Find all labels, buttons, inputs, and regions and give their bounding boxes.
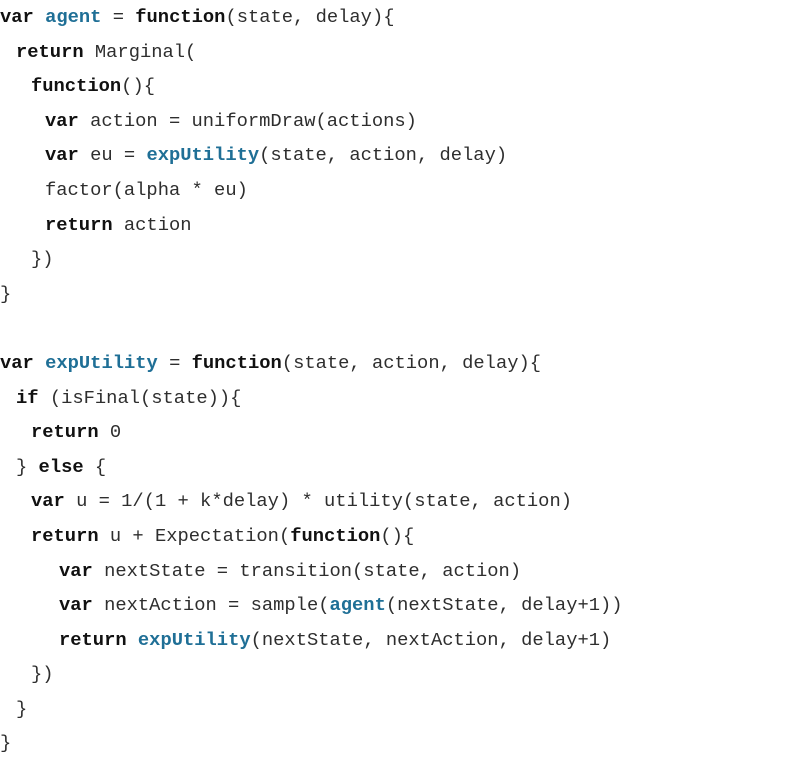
code-text: } [16, 455, 39, 478]
function-name: expUtility [137, 628, 251, 651]
code-line: }) [0, 657, 786, 692]
function-name: agent [45, 6, 102, 28]
keyword: return [59, 628, 127, 651]
function-name: expUtility [45, 351, 158, 374]
code-text: (nextState, delay+1)) [385, 594, 623, 617]
keyword: var [59, 559, 93, 582]
keyword: var [0, 351, 34, 374]
code-text: { [83, 455, 107, 478]
keyword: else [38, 455, 84, 478]
code-line: } [0, 277, 786, 312]
code-line: var expUtility = function(state, action,… [0, 346, 786, 381]
code-line [0, 311, 786, 346]
code-text: (){ [121, 75, 155, 98]
code-line: var nextState = transition(state, action… [0, 554, 786, 589]
code-line: return u + Expectation(function(){ [0, 519, 786, 554]
code-line: var u = 1/(1 + k*delay) * utility(state,… [0, 484, 786, 519]
keyword: if [16, 386, 39, 409]
code-text [34, 352, 45, 374]
code-line: } [0, 692, 786, 727]
code-text: action [112, 213, 192, 236]
code-line: return action [0, 208, 786, 243]
keyword: var [31, 490, 65, 513]
code-text: (){ [380, 524, 415, 547]
code-text: eu = [78, 144, 147, 167]
keyword: var [59, 594, 93, 617]
code-line: } else { [0, 450, 786, 485]
code-line: var eu = expUtility(state, action, delay… [0, 138, 786, 173]
code-line: return Marginal( [0, 35, 786, 70]
code-line: var nextAction = sample(agent(nextState,… [0, 588, 786, 623]
keyword: return [31, 524, 99, 547]
code-text: u + Expectation( [98, 524, 291, 547]
code-text: nextState = transition(state, action) [92, 559, 522, 582]
code-text: Marginal( [83, 40, 197, 63]
code-line: if (isFinal(state)){ [0, 381, 786, 416]
keyword: function [191, 351, 282, 374]
code-text: (state, action, delay) [259, 144, 508, 167]
keyword: function [290, 524, 381, 547]
code-text [127, 629, 138, 651]
code-text: }) [31, 663, 54, 686]
function-name: expUtility [146, 144, 260, 167]
code-text: = [157, 351, 192, 374]
keyword: function [135, 6, 226, 28]
keyword: return [31, 421, 99, 444]
keyword: return [16, 40, 84, 63]
function-name: agent [329, 594, 386, 617]
code-text: 0 [98, 421, 122, 444]
code-line: factor(alpha * eu) [0, 173, 786, 208]
code-text: nextAction = sample( [92, 594, 330, 617]
code-text: (state, action, delay){ [281, 351, 542, 374]
code-text: } [16, 697, 28, 720]
code-line: return expUtility(nextState, nextAction,… [0, 623, 786, 658]
code-text: action = uniformDraw(actions) [78, 109, 417, 132]
code-text: (nextState, nextAction, delay+1) [250, 628, 612, 651]
code-text: (isFinal(state)){ [38, 386, 242, 409]
code-text: = [101, 6, 136, 28]
keyword: return [45, 213, 113, 236]
code-text: } [0, 282, 12, 305]
code-text: } [0, 732, 12, 755]
keyword: function [31, 75, 122, 98]
code-text: (state, delay){ [225, 6, 395, 28]
code-line: var action = uniformDraw(actions) [0, 104, 786, 139]
code-line: } [0, 726, 786, 761]
code-text: u = 1/(1 + k*delay) * utility(state, act… [64, 490, 572, 513]
keyword: var [45, 109, 79, 132]
keyword: var [45, 144, 79, 167]
code-line: function(){ [0, 69, 786, 104]
code-line: return 0 [0, 415, 786, 450]
code-line: var agent = function(state, delay){ [0, 0, 786, 35]
code-text: }) [31, 248, 54, 271]
code-text: factor(alpha * eu) [45, 178, 248, 201]
keyword: var [0, 6, 34, 28]
code-text [34, 6, 45, 28]
code-line: }) [0, 242, 786, 277]
